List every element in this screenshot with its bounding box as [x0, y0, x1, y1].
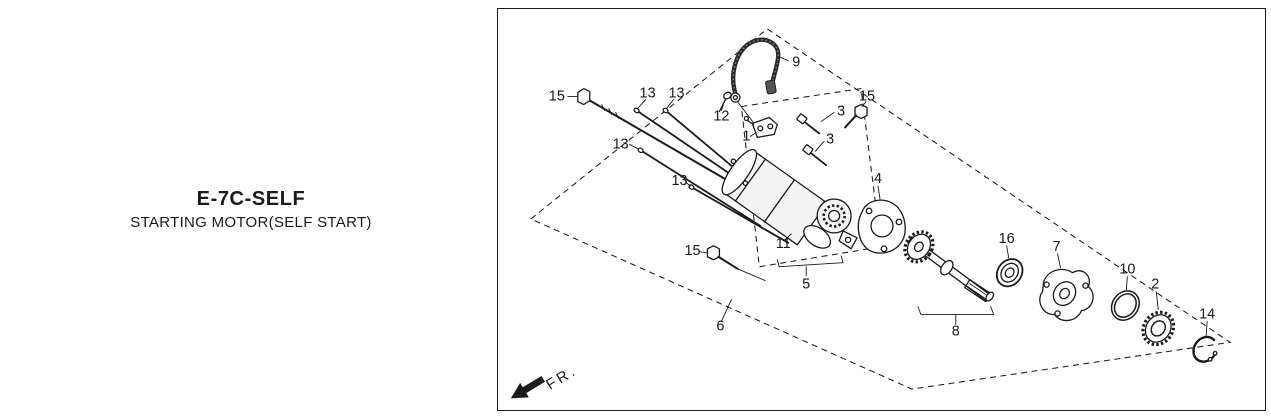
part-label-9: 9 [792, 55, 800, 71]
part-label-11: 11 [776, 236, 791, 252]
starter-motor [721, 148, 858, 250]
part-label-15-c: 15 [684, 243, 700, 259]
bearing-16 [995, 258, 1024, 288]
section-name: STARTING MOTOR(SELF START) [130, 214, 372, 231]
bracket-1 [743, 115, 778, 139]
bolt-3-b [802, 144, 828, 167]
part-label-1: 1 [742, 128, 750, 144]
bolt-15-bottom [706, 245, 766, 282]
diagram-panel: 15 13 13 12 9 1 3 3 15 13 13 4 11 5 15 6… [497, 8, 1266, 411]
part-label-12: 12 [713, 108, 729, 124]
o-ring-10 [1110, 290, 1140, 321]
part-label-13-a: 13 [640, 86, 656, 102]
part-label-14: 14 [1199, 306, 1215, 322]
part-label-13-b: 13 [668, 86, 684, 102]
part-label-8: 8 [952, 323, 960, 339]
fr-label: FR. [543, 362, 580, 394]
armature-shaft-8 [903, 230, 995, 303]
title-block: E-7C-SELF STARTING MOTOR(SELF START) [40, 188, 462, 231]
gasket-4 [857, 199, 906, 254]
snap-ring-14 [1192, 335, 1219, 363]
part-label-5: 5 [802, 277, 810, 293]
screw-12 [718, 91, 732, 113]
bolt-15-right [844, 103, 868, 129]
bolt-15-top-left [577, 87, 746, 192]
drive-gear-2 [1141, 310, 1176, 347]
exploded-diagram: 15 13 13 12 9 1 3 3 15 13 13 4 11 5 15 6… [510, 28, 1232, 399]
part-label-13-d: 13 [671, 173, 687, 189]
end-cover-7 [1039, 268, 1094, 322]
bolt-3-a [796, 113, 821, 135]
part-label-10: 10 [1119, 262, 1135, 278]
dashed-boundaries [529, 28, 1232, 390]
part-label-15-a: 15 [549, 89, 565, 105]
fr-indicator: FR. [510, 362, 580, 399]
leader-lines [567, 56, 1208, 336]
section-code: E-7C-SELF [196, 188, 306, 210]
part-label-4: 4 [874, 171, 882, 187]
part-label-15-b: 15 [859, 89, 875, 105]
starter-cable-9 [730, 37, 781, 123]
part-label-3-a: 3 [837, 103, 845, 119]
part-label-6: 6 [716, 318, 724, 334]
part-label-16: 16 [999, 231, 1015, 247]
part-label-3-b: 3 [826, 131, 834, 147]
part-label-7: 7 [1053, 239, 1061, 255]
part-labels: 15 13 13 12 9 1 3 3 15 13 13 4 11 5 15 6… [549, 55, 1215, 340]
fr-direction-arrow-icon [510, 375, 546, 399]
part-label-13-c: 13 [613, 136, 629, 152]
part-label-2: 2 [1151, 277, 1159, 293]
